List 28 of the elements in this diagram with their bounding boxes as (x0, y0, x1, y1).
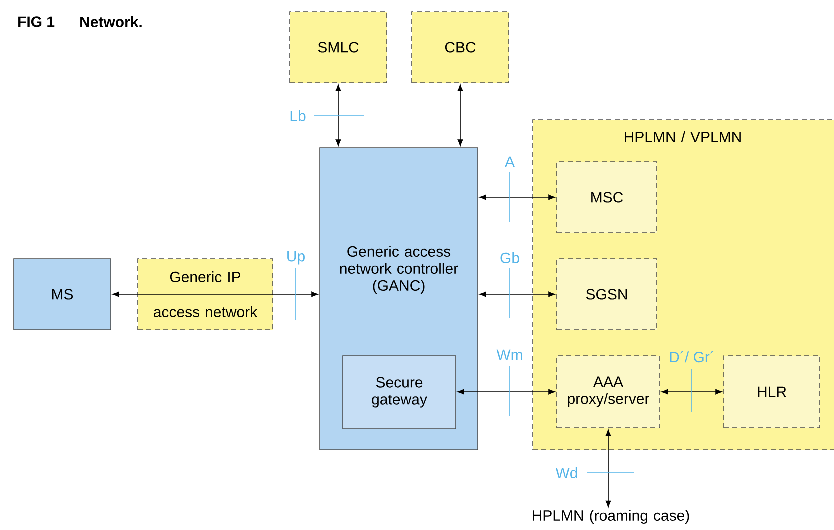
network-element-box: AAA proxy/server (556, 356, 660, 428)
arrow (458, 389, 556, 395)
network-element-box: CBC (412, 12, 510, 84)
edge-label: Up (288, 251, 305, 265)
arrow (273, 292, 318, 298)
arrow (606, 430, 612, 508)
network-element-box: MSC (556, 162, 658, 234)
arrow (112, 292, 138, 298)
edge-label: D´/ Gr´ (670, 351, 714, 363)
edge-label: A (505, 156, 515, 168)
station-box: MS (14, 258, 112, 330)
network-element-box: SMLC (290, 12, 388, 84)
arrow (336, 84, 342, 146)
figure-number: FIG 1 (18, 16, 55, 28)
gateway-box: Secure gateway (342, 356, 456, 430)
arrow (480, 292, 556, 298)
edge-label: Gb (500, 252, 520, 264)
arrow (662, 389, 722, 395)
figure-title: Network. (80, 16, 142, 28)
edge-label: Wm (496, 350, 522, 360)
edge-label: Wd (556, 468, 578, 479)
arrow (480, 194, 556, 200)
network-element-box: SGSN (556, 258, 658, 330)
edge-label: Lb (290, 110, 306, 122)
access-network-box: Generic IP access network (137, 258, 274, 330)
network-element-box: HLR (724, 356, 820, 428)
network-text: HPLMN (roaming case) (533, 510, 690, 524)
arrow (458, 84, 464, 146)
